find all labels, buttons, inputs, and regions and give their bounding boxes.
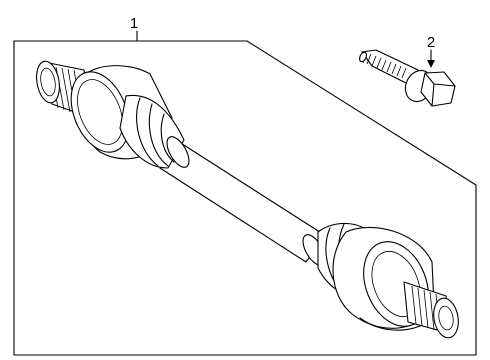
left-cv-boot [119,94,190,169]
right-spline-stub [403,281,459,339]
assembly-frame [13,40,477,356]
callout-1-label: 1 [130,15,138,32]
cv-axle-shaft-icon [36,60,459,339]
callout-2-arrowhead [427,60,435,68]
callout-2-label: 2 [427,34,435,51]
flange-bolt-icon [359,49,456,107]
